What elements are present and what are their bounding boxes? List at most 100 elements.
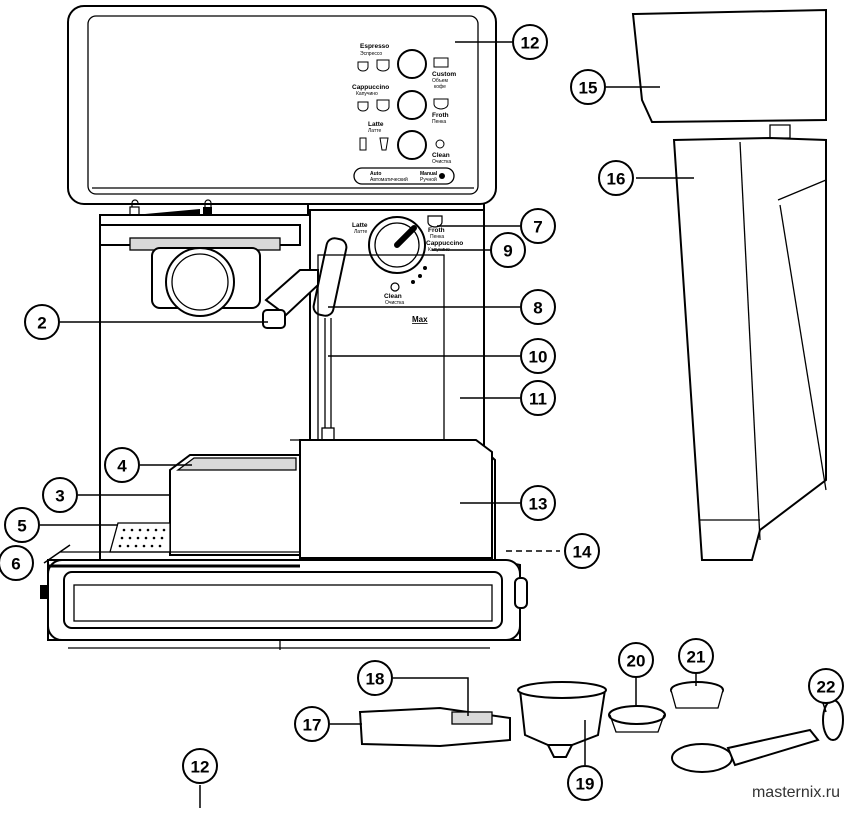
dial-cappuccino-label: Cappuccino	[426, 240, 463, 247]
callout-number: 11	[529, 390, 547, 409]
watermark: masternix.ru	[751, 784, 840, 801]
callout-21: 21	[678, 638, 714, 674]
callout-circle	[570, 69, 606, 105]
callout-2: 2	[24, 304, 60, 340]
group-head	[151, 247, 261, 317]
callouts: 12 15 16 7 9 2 8 10 11 4 3 13 5 6 14 18 17 20 21 22 19 12	[0, 24, 844, 801]
cup-icons	[357, 57, 449, 151]
callout-circle	[24, 304, 60, 340]
callout-circle	[520, 208, 556, 244]
callout-circle	[182, 748, 218, 784]
callout-circle	[598, 160, 634, 196]
callout-number: 21	[687, 648, 706, 667]
max-label: Max	[412, 315, 428, 324]
froth-label: Froth	[432, 112, 449, 119]
callout-number: 22	[817, 678, 836, 697]
callout-10: 10	[520, 338, 556, 374]
callout-circle	[0, 545, 34, 581]
callout-7: 7	[520, 208, 556, 244]
callout-circle	[512, 24, 548, 60]
callout-9: 9	[490, 232, 526, 268]
callout-19: 19	[567, 765, 603, 801]
callout-number: 3	[55, 487, 64, 506]
callout-22: 22	[808, 668, 844, 704]
callout-6: 6	[0, 545, 34, 581]
callout-5: 5	[4, 507, 40, 543]
base-drawer	[40, 559, 528, 650]
callout-circle	[520, 485, 556, 521]
callout-circle	[520, 338, 556, 374]
filter-basket-double	[670, 681, 724, 709]
callout-13: 13	[520, 485, 556, 521]
callout-number: 8	[533, 299, 542, 318]
dial-clean-label: Clean	[384, 293, 402, 300]
callout-circle	[808, 668, 844, 704]
cappuccino-label: Cappuccino	[352, 84, 389, 91]
callout-circle	[42, 477, 78, 513]
callout-3: 3	[42, 477, 78, 513]
auto-ru-label: Автоматический	[370, 176, 408, 183]
callout-circle	[520, 289, 556, 325]
machine-body: Latte Латте Froth Пенка Cappuccino Капуч…	[40, 5, 528, 650]
callout-number: 12	[191, 758, 210, 777]
callout-number: 9	[503, 242, 512, 261]
callout-circle	[294, 706, 330, 742]
custom-ru-label-2: кофе	[434, 84, 446, 90]
froth-ru-label: Пенка	[432, 119, 446, 125]
clean-ru-label: Очистка	[432, 159, 451, 165]
water-tank	[631, 8, 827, 561]
callout-circle	[520, 380, 556, 416]
filter-basket-single	[608, 705, 666, 733]
espresso-ru-label: Эспрессо	[360, 51, 382, 57]
panel-buttons	[397, 49, 427, 160]
dial-latte-label: Latte	[352, 222, 368, 229]
latte-ru-label: Латте	[368, 128, 381, 134]
callout-number: 10	[529, 348, 548, 367]
dial-latte-ru-label: Латте	[354, 229, 367, 235]
callout-number: 20	[627, 652, 646, 671]
callout-number: 6	[11, 555, 20, 574]
manual-label: Manual	[420, 171, 438, 177]
callout-number: 13	[529, 495, 548, 514]
callout-4: 4	[104, 447, 140, 483]
callout-number: 2	[37, 314, 46, 333]
callout-circle	[567, 765, 603, 801]
espresso-label: Espresso	[360, 43, 389, 50]
callout-14: 14	[564, 533, 600, 569]
callout-circle	[104, 447, 140, 483]
callout-number: 7	[533, 218, 542, 237]
callout-number: 18	[366, 670, 385, 689]
measuring-scoop-tamper	[671, 699, 844, 773]
portafilter	[358, 681, 607, 758]
callout-number: 4	[117, 457, 127, 476]
callout-18: 18	[357, 660, 393, 696]
custom-label: Custom	[432, 71, 456, 78]
callout-circle	[357, 660, 393, 696]
manual-ru-label: Ручной	[420, 176, 437, 183]
callout-circle	[564, 533, 600, 569]
callout-20: 20	[618, 642, 654, 678]
lock-icon	[129, 199, 212, 216]
dial-froth-ru-label: Пенка	[430, 234, 444, 240]
callout-circle	[618, 642, 654, 678]
callout-16: 16	[598, 160, 634, 196]
callout-number: 17	[303, 716, 322, 735]
leader-lines	[40, 41, 827, 808]
callout-15: 15	[570, 69, 606, 105]
callout-circle	[4, 507, 40, 543]
callout-number: 12	[521, 34, 540, 53]
callout-12: 12	[182, 748, 218, 784]
panel-labels: Espresso Эспрессо Custom Объем кофе Capp…	[352, 43, 456, 165]
dial-froth-label: Froth	[428, 227, 445, 234]
drip-tray-grid	[109, 522, 171, 553]
auto-manual-strip: Auto Автоматический Manual Ручной	[353, 167, 455, 185]
callout-circle	[678, 638, 714, 674]
custom-ru-label-1: Объем	[432, 78, 448, 84]
milk-tube	[312, 237, 348, 441]
callout-number: 16	[607, 170, 626, 189]
cup-warmer	[169, 454, 301, 556]
clean-label: Clean	[432, 152, 450, 159]
callout-number: 14	[573, 543, 592, 562]
selector-dial: Latte Латте Froth Пенка Cappuccino Капуч…	[352, 215, 463, 306]
